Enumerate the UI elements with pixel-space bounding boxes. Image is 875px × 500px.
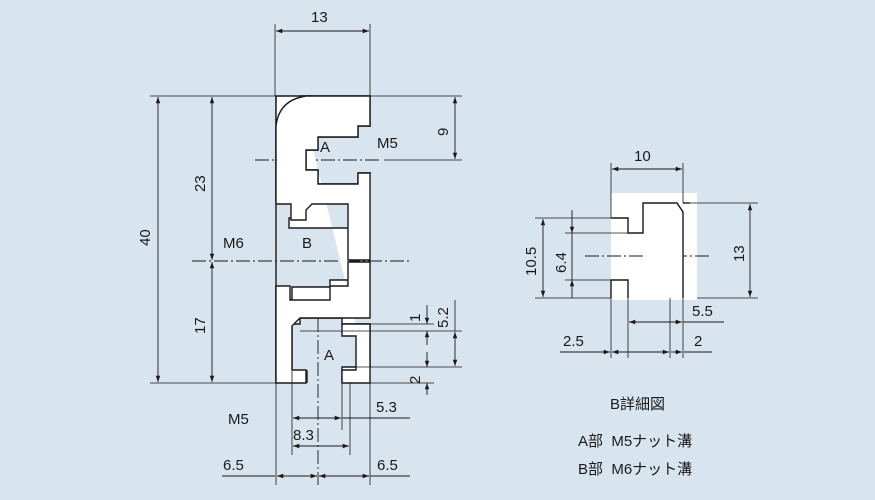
detail-dim-2-5: 2.5 [563,333,584,350]
profile-lower-right [341,323,371,384]
detail-dim-5-5: 5.5 [692,303,713,320]
detail-dim-2: 2 [694,333,702,350]
detail-profile [610,202,684,298]
b-detail-view: 10 10.5 6.4 13 5.5 2.5 2 B詳細図 [523,148,758,413]
dim-5-3: 5.3 [376,399,397,416]
dim-5-2: 5.2 [435,307,452,328]
legend: A部 M5ナット溝 B部 M6ナット溝 [578,433,692,478]
profile-main-shape [275,95,371,261]
legend-line-a: A部 M5ナット溝 [578,433,692,450]
detail-dim-10: 10 [634,148,651,165]
label-m5-upper: M5 [377,135,398,152]
dim-1: 1 [407,314,424,322]
label-m5-lower: M5 [228,411,249,428]
profile-lower-shape [275,261,371,384]
detail-dim-6-4: 6.4 [553,252,570,273]
detail-dim-10-5: 10.5 [523,247,540,276]
dim-h-total: 40 [137,229,154,246]
label-a-lower: A [324,347,334,364]
dim-h-upper: 23 [192,175,209,192]
label-b: B [302,235,312,252]
legend-line-b: B部 M6ナット溝 [578,461,692,478]
dim-top-width: 13 [311,9,328,26]
dim-h-lower: 17 [192,317,209,334]
dim-2: 2 [407,376,424,384]
dim-right-6-5: 6.5 [377,457,398,474]
detail-caption: B詳細図 [610,396,665,413]
main-profile-view: A M5 B M6 A M5 13 40 23 17 9 1 5. [137,9,462,485]
label-m6: M6 [223,235,244,252]
dim-8-3: 8.3 [293,427,314,444]
label-a-upper: A [320,139,330,156]
detail-dim-13: 13 [731,245,748,262]
dim-h-top-slot: 9 [435,128,452,136]
dim-left-6-5: 6.5 [223,457,244,474]
